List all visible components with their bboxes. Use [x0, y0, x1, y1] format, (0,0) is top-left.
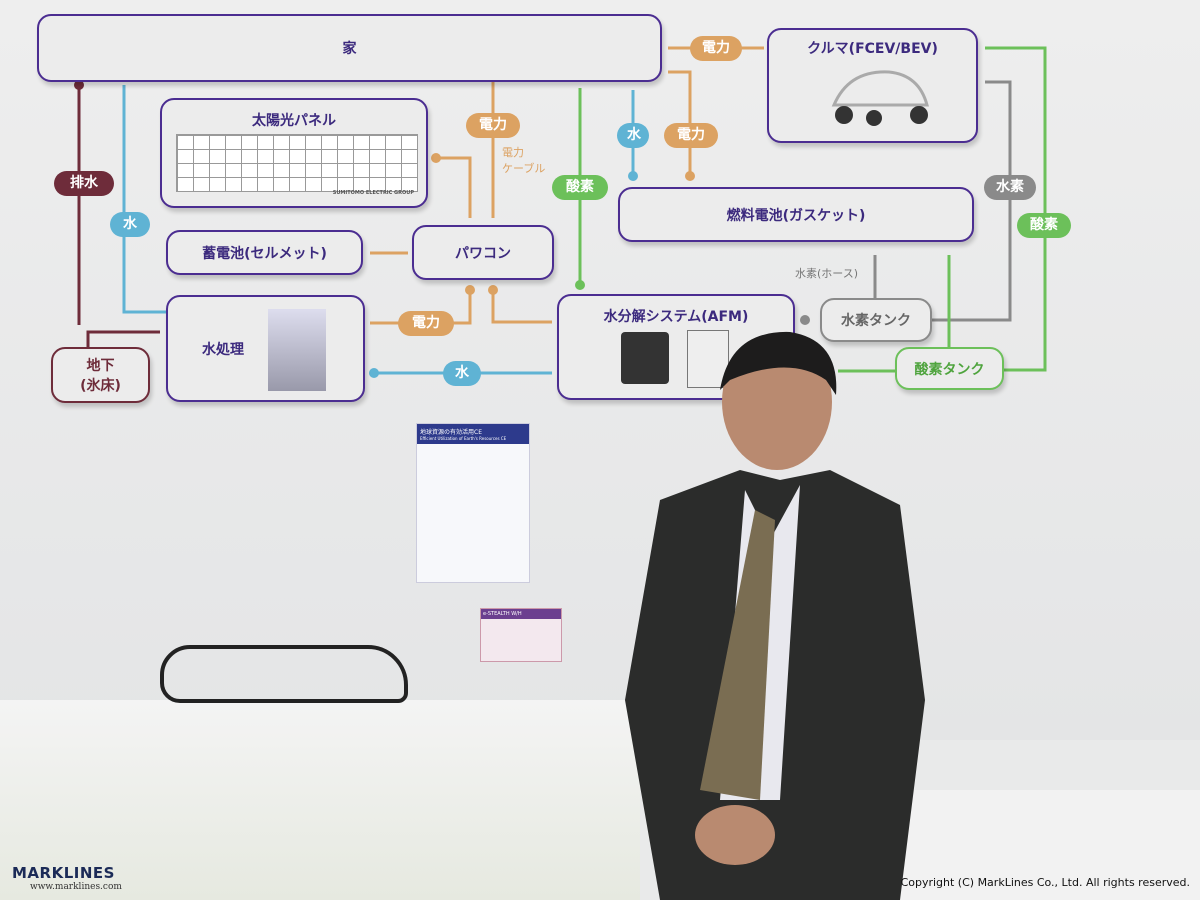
water-treatment-image	[268, 309, 326, 391]
fuel-cell-box: 燃料電池(ガスケット)	[618, 187, 974, 242]
house-box: 家	[37, 14, 662, 82]
display-shelf-right	[890, 790, 1200, 900]
electrolysis-image	[621, 332, 669, 384]
poster-title: 地球資源の有効活用CE	[420, 429, 482, 436]
poster-subtitle: Efficient Utilization of Earth's Resourc…	[420, 436, 507, 441]
card-title: e-STEALTH W/H	[481, 609, 561, 619]
oxygen-pill: 酸素	[552, 175, 608, 200]
solar-label: 太陽光パネル	[252, 113, 336, 129]
marklines-logo: MARKLINES	[12, 864, 115, 882]
power-pill: 電力	[466, 113, 520, 138]
water-treatment-box: 水処理	[166, 295, 365, 402]
power-pill: 電力	[664, 123, 718, 148]
car-image	[831, 70, 929, 126]
hydrogen-hose-label: 水素(ホース)	[795, 267, 859, 280]
solar-panel-box: 太陽光パネル SUMITOMO ELECTRIC GROUP	[160, 98, 428, 208]
drain-pill: 排水	[54, 171, 114, 196]
hydrogen-tank-box: 水素タンク	[820, 298, 932, 342]
water-line-left	[122, 85, 166, 314]
wire-harness	[160, 645, 408, 703]
oxygen-tank-box: 酸素タンク	[895, 347, 1004, 390]
water-pill: 水	[443, 361, 481, 386]
underground-box: 地下 (氷床)	[51, 347, 150, 403]
car-label: クルマ(FCEV/BEV)	[807, 41, 938, 57]
car-box: クルマ(FCEV/BEV)	[767, 28, 978, 143]
solar-brand: SUMITOMO ELECTRIC GROUP	[332, 190, 414, 196]
power-conditioner-box: パワコン	[412, 225, 554, 280]
marklines-url: www.marklines.com	[30, 882, 122, 892]
water-treatment-label: 水処理	[202, 341, 244, 358]
info-card: e-STEALTH W/H	[480, 608, 562, 662]
water-pill: 水	[617, 123, 649, 148]
solar-panel-image	[176, 134, 418, 192]
electrolysis-device	[687, 330, 729, 388]
power-cable-label: 電力 ケーブル	[502, 146, 546, 175]
battery-box: 蓄電池(セルメット)	[166, 230, 363, 275]
electrolysis-label: 水分解システム(AFM)	[603, 309, 749, 325]
copyright-text: Copyright (C) MarkLines Co., Ltd. All ri…	[900, 876, 1190, 889]
power-pill: 電力	[690, 36, 742, 61]
hydrogen-pill: 水素	[984, 175, 1036, 200]
oxygen-pill: 酸素	[1017, 213, 1071, 238]
power-pill: 電力	[398, 311, 454, 336]
water-pill: 水	[110, 212, 150, 237]
display-shelf	[0, 700, 640, 900]
